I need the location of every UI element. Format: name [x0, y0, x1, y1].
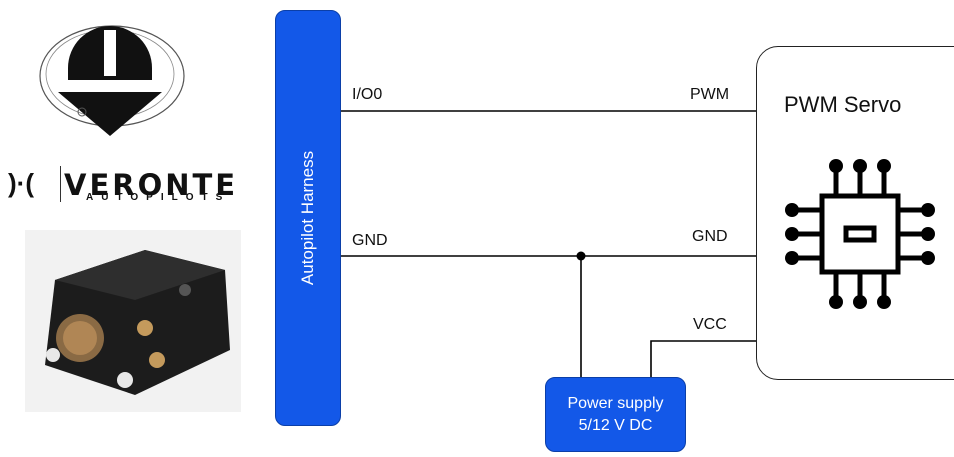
harness-label: Autopilot Harness	[298, 150, 317, 286]
servo-title: PWM Servo	[784, 92, 902, 117]
gnd-right-label: GND	[692, 228, 728, 245]
vcc-label: VCC	[693, 316, 727, 333]
autopilot-photo	[25, 230, 241, 412]
gnd-left-label: GND	[352, 232, 388, 249]
pwm-label: PWM	[690, 86, 730, 103]
chip-icon	[785, 159, 935, 309]
power-supply-line2: 5/12 V DC	[578, 416, 653, 434]
autopilot-harness	[275, 10, 341, 426]
io0-label: I/O0	[352, 86, 383, 103]
power-supply-box: Power supply 5/12 V DC	[545, 377, 686, 452]
brand-name: VERONTE	[64, 168, 239, 202]
vcc-wire	[650, 340, 756, 377]
power-supply-line1: Power supply	[567, 394, 664, 412]
veronte-emblem-icon	[39, 25, 185, 136]
brand-divider	[60, 166, 61, 202]
gnd-junction	[576, 251, 586, 261]
brand-subtitle: AUTOPILOTS	[86, 192, 231, 203]
brand-mark: )·(	[8, 168, 34, 198]
